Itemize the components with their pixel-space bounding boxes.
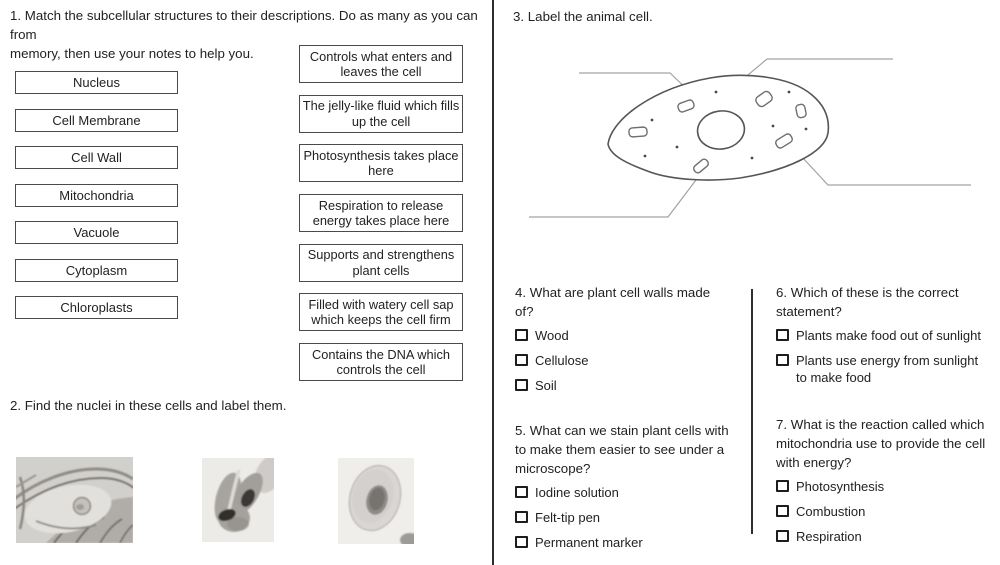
organelle [693,158,709,174]
checkbox-icon[interactable] [776,505,789,517]
question-1-heading: 1. Match the subcellular structures to t… [10,8,478,61]
question-4-heading: 4. What are plant cell walls made of? [515,285,711,319]
option-label: Plants use energy from sunlight to make … [796,353,979,385]
question-3-heading: 3. Label the animal cell. [513,9,653,24]
question-6-heading: 6. Which of these is the correct stateme… [776,285,959,319]
column-divider [492,0,494,565]
organelle [775,133,793,149]
description-box: Supports and strengthens plant cells [299,243,463,282]
option-label: Cellulose [535,353,589,368]
term-box: Cytoplasm [15,258,178,282]
description-box: Photosynthesis takes place here [299,144,463,183]
option-label: Wood [535,328,569,343]
checkbox-icon[interactable] [776,329,789,341]
organelles [628,90,807,174]
checkbox-icon[interactable] [776,354,789,366]
checkbox-option: Felt-tip pen [515,509,745,526]
organelle [677,99,695,113]
cell-wall-line [16,476,133,509]
debris-blob [400,533,414,544]
term-box: Vacuole [15,221,178,244]
organelle [628,126,648,138]
checkbox-option: Plants use energy from sunlight to make … [776,352,991,386]
checkbox-icon[interactable] [515,354,528,366]
question-7-heading: 7. What is the reaction called which mit… [776,417,986,470]
term-box: Cell Membrane [15,108,178,132]
checkbox-option: Permanent marker [515,534,745,551]
question-5-options: Iodine solution Felt-tip pen Permanent m… [515,484,745,551]
question-5-heading: 5. What can we stain plant cells with to… [515,423,729,476]
nucleus-outline [696,110,746,150]
question-2-heading: 2. Find the nuclei in these cells and la… [10,398,287,413]
term-box: Cell Wall [15,146,178,169]
question-7: 7. What is the reaction called which mit… [776,415,996,553]
description-box: Controls what enters and leaves the cell [299,45,463,83]
checkbox-icon[interactable] [776,530,789,542]
checkbox-option: Soil [515,377,740,394]
option-label: Soil [535,378,557,393]
nucleus [218,508,236,522]
oval-cell-micrograph [338,458,414,544]
option-label: Combustion [796,504,866,519]
question-6-options: Plants make food out of sunlight Plants … [776,327,991,386]
question-7-options: Photosynthesis Combustion Respiration [776,478,996,545]
checkbox-option: Combustion [776,503,996,520]
checkbox-icon[interactable] [515,536,528,548]
option-label: Felt-tip pen [535,510,601,525]
question-divider [751,289,753,534]
checkbox-icon[interactable] [515,486,528,498]
term-box: Mitochondria [15,183,178,207]
description-box: Respiration to release energy takes plac… [299,194,463,233]
checkbox-icon[interactable] [515,379,528,391]
checkbox-option: Respiration [776,528,996,545]
option-label: Permanent marker [535,535,643,550]
checkbox-option: Photosynthesis [776,478,996,495]
nucleus [241,489,255,507]
stained-cells-micrograph [202,458,274,542]
question-4: 4. What are plant cell walls made of? Wo… [515,283,740,402]
checkbox-icon[interactable] [515,329,528,341]
option-label: Iodine solution [535,485,619,500]
term-box: Nucleus [15,71,178,94]
option-label: Respiration [796,529,862,544]
description-box: The jelly-like fluid which fills up the … [299,94,463,133]
organelle [795,103,807,119]
lobe-gap [227,469,241,511]
description-box: Contains the DNA which controls the cell [299,343,463,382]
question-4-options: Wood Cellulose Soil [515,327,740,394]
option-label: Plants make food out of sunlight [796,328,982,343]
cytoplasm-dots [643,90,808,160]
label-line-membrane [529,179,697,218]
checkbox-option: Iodine solution [515,484,745,501]
option-label: Photosynthesis [796,479,885,494]
question-5: 5. What can we stain plant cells with to… [515,421,745,559]
animal-cell-diagram [529,58,971,218]
central-cell [24,484,112,534]
q1-descriptions-column: Controls what enters and leaves the cell… [299,45,463,382]
organelle [755,90,773,108]
description-box: Filled with watery cell sap which keeps … [299,293,463,332]
checkbox-icon[interactable] [515,511,528,523]
checkbox-icon[interactable] [776,480,789,492]
checkbox-option: Cellulose [515,352,740,369]
question-6: 6. Which of these is the correct stateme… [776,283,991,394]
checkbox-option: Plants make food out of sunlight [776,327,991,344]
cell-wall-line [16,467,133,500]
plant-cell-micrograph [16,457,133,543]
term-box: Chloroplasts [15,296,178,319]
checkbox-option: Wood [515,327,740,344]
